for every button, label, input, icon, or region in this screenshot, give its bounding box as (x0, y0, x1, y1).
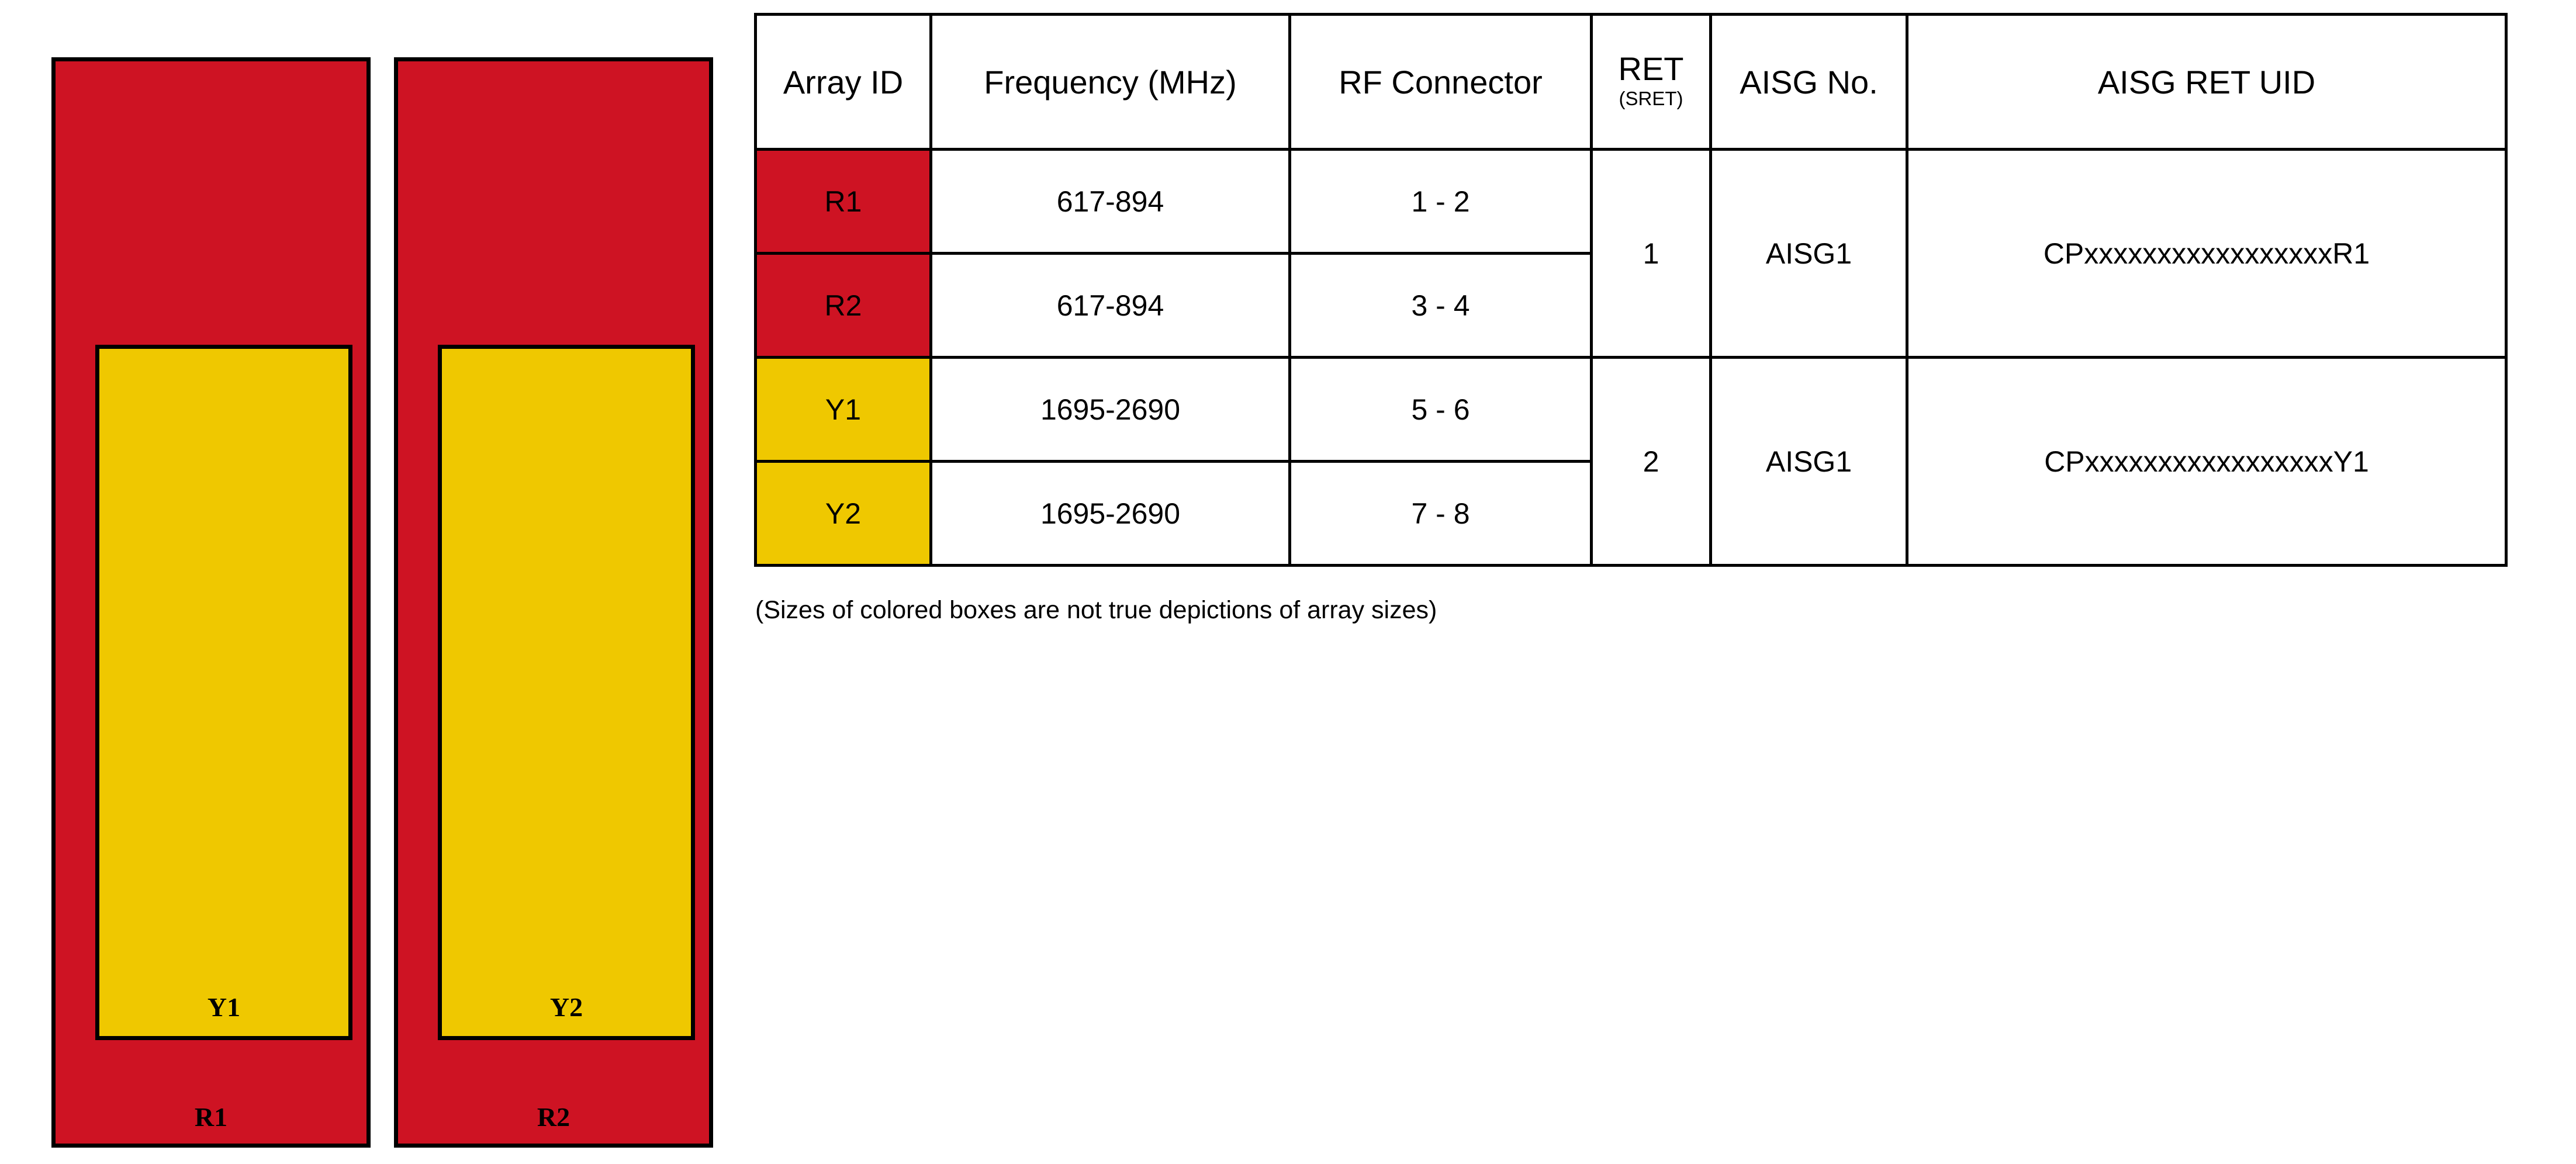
cell-ret-group-2: 2 (1590, 356, 1712, 567)
array-diagram: Y1 R1 Y2 R2 (0, 0, 748, 1164)
header-frequency: Frequency (MHz) (929, 13, 1291, 151)
cell-array-id-y1: Y1 (754, 356, 932, 463)
cell-ret-group-1: 1 (1590, 148, 1712, 359)
cell-aisg-no-group-1: AISG1 (1709, 148, 1908, 359)
array-label-r1: R1 (194, 1102, 228, 1132)
array-box-r1: Y1 R1 (51, 57, 371, 1148)
cell-rf-connector-y1: 5 - 6 (1288, 356, 1593, 463)
cell-rf-connector-r1: 1 - 2 (1288, 148, 1593, 255)
array-spec-table: Array ID Frequency (MHz) RF Connector RE… (754, 13, 2508, 567)
cell-frequency-y1: 1695-2690 (929, 356, 1291, 463)
header-ret-main: RET (1618, 50, 1684, 88)
cell-frequency-r2: 617-894 (929, 252, 1291, 359)
array-label-y1: Y1 (207, 992, 241, 1022)
header-ret: RET (SRET) (1590, 13, 1712, 151)
header-rf-connector: RF Connector (1288, 13, 1593, 151)
header-aisg-ret-uid: AISG RET UID (1906, 13, 2508, 151)
array-label-r2: R2 (537, 1102, 570, 1132)
cell-aisg-ret-uid-group-1: CPxxxxxxxxxxxxxxxxxR1 (1906, 148, 2508, 359)
cell-rf-connector-y2: 7 - 8 (1288, 460, 1593, 567)
array-label-y2: Y2 (549, 992, 583, 1022)
table-header-row: Array ID Frequency (MHz) RF Connector RE… (754, 13, 2508, 151)
cell-array-id-r2: R2 (754, 252, 932, 359)
cell-frequency-r1: 617-894 (929, 148, 1291, 255)
table-row: Y2 1695-2690 7 - 8 (754, 460, 2506, 567)
header-aisg-no: AISG No. (1709, 13, 1908, 151)
table-caption: (Sizes of colored boxes are not true dep… (755, 596, 1437, 624)
array-box-y2: Y2 (438, 345, 695, 1040)
header-array-id: Array ID (754, 13, 932, 151)
table-row: R2 617-894 3 - 4 (754, 252, 2506, 359)
array-box-r2: Y2 R2 (394, 57, 713, 1148)
header-ret-sub: (SRET) (1619, 87, 1683, 109)
table-row: R1 617-894 1 - 2 1 AISG1 CPxxxxxxxxxxxxx… (754, 148, 2508, 359)
table-row: Y1 1695-2690 5 - 6 2 AISG1 CPxxxxxxxxxxx… (754, 356, 2508, 567)
cell-aisg-no-group-2: AISG1 (1709, 356, 1908, 567)
cell-aisg-ret-uid-group-2: CPxxxxxxxxxxxxxxxxxY1 (1906, 356, 2508, 567)
cell-array-id-r1: R1 (754, 148, 932, 255)
cell-frequency-y2: 1695-2690 (929, 460, 1291, 567)
cell-rf-connector-r2: 3 - 4 (1288, 252, 1593, 359)
cell-array-id-y2: Y2 (754, 460, 932, 567)
array-box-y1: Y1 (95, 345, 352, 1040)
